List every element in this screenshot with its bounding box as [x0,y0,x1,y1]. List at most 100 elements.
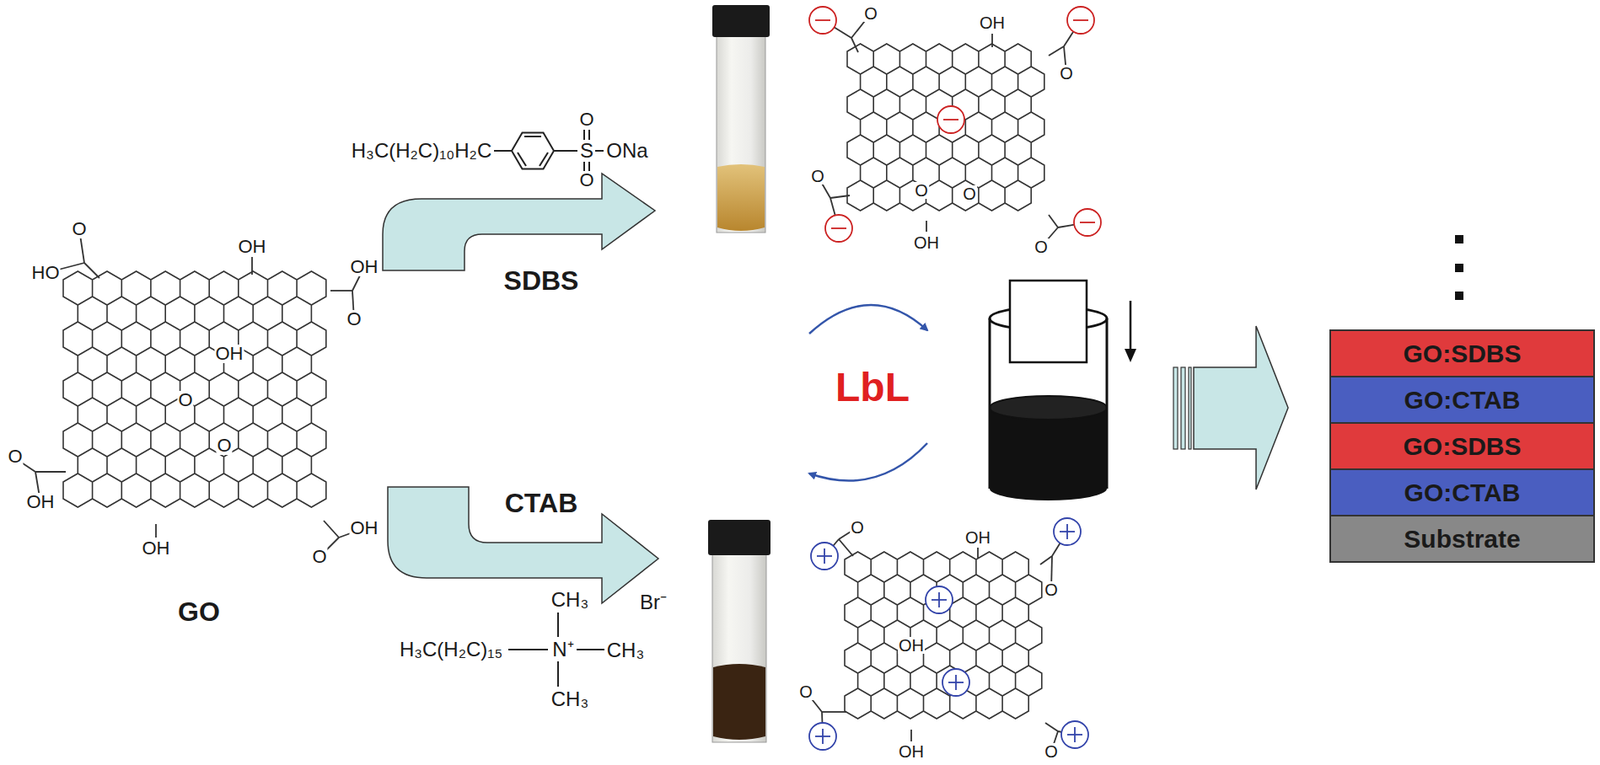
continuation-dot [1455,263,1464,273]
atom-label: O [177,391,194,410]
atom-label: OH [897,637,925,655]
atom-label: O [913,182,929,199]
dip-arrow [1129,300,1133,353]
atom-label: OH [237,237,268,257]
layer-band: GO:SDBS [1329,422,1595,471]
bond-line [323,520,339,538]
layer-band: GO:CTAB [1329,375,1595,425]
graphene-lattice [847,43,1045,211]
bond-line [977,547,979,559]
dip-arrow-head [1124,348,1137,363]
layer-label: Substrate [1403,525,1520,554]
reagent-name: SDBS [503,267,580,295]
positive-charge [942,669,970,697]
positive-charge [809,723,837,751]
charge-sign [1073,727,1076,743]
arrow-bar [1173,367,1178,450]
layer-label: GO:SDBS [1402,432,1521,462]
atom-label: O [961,185,978,203]
atom-label: O [810,167,826,185]
beaker-liquid-surface [989,396,1107,420]
atom-label: S [579,140,595,162]
atom-label: O [345,310,362,329]
positive-charge [810,542,838,570]
layer-label: GO:CTAB [1404,478,1521,508]
layer-band: GO:SDBS [1329,329,1595,378]
bond-line [1045,723,1058,732]
bond-line [821,711,847,714]
arrow-bar [1181,367,1186,450]
charge-sign [815,19,831,22]
layer-label: GO:SDBS [1402,339,1521,369]
negative-charge [825,214,853,242]
atom-label: OH [26,493,56,512]
formula-text: H₃C(H₂C)₁₀H₂C [350,140,493,162]
atom-label: O [1033,238,1049,256]
atom-label: Br⁻ [638,592,668,613]
continuation-dot [1455,235,1464,244]
atom-label: O [215,436,232,456]
atom-label: O [863,5,879,22]
ctab-bonds [508,612,605,688]
layer-label: GO:CTAB [1404,386,1521,415]
beaker-wall [988,318,992,489]
charge-sign [823,548,826,564]
bond-line [991,33,994,48]
atom-label: OH [964,529,992,547]
vial-liquid [713,664,766,741]
atom-label: OH [214,344,245,364]
charge-sign [955,675,957,691]
negative-charge [1073,209,1101,237]
positive-charge [1061,721,1089,749]
vial-glass [716,35,766,233]
reagent-arrow [382,173,656,271]
process-name: LbL [834,367,911,409]
atom-label: OH [912,234,940,252]
graphene-lattice [844,552,1042,720]
atom-label: OH [978,14,1006,32]
positive-charge [1053,518,1081,546]
arrow-bar [1188,367,1192,450]
atom-label: OH [897,743,925,761]
formula-text: H₃C(H₂C)₁₅ [398,639,504,661]
bond-line [1048,214,1058,228]
atom-label: ONa [605,140,649,162]
bond-line [925,220,928,232]
atom-label: O [849,519,865,537]
bond-line [838,539,854,557]
atom-label: O [6,447,23,467]
atom-label: OH [141,539,172,559]
atom-label: CH₃ [550,590,590,611]
bond-line [155,524,157,538]
atom-label: N⁺ [551,639,575,661]
negative-charge [937,106,965,134]
bond-line [1048,46,1064,56]
process-arrow [1193,326,1289,490]
charge-sign [1073,19,1089,22]
vial-liquid [717,164,765,231]
atom-label: HO [31,263,61,283]
charge-sign [1066,524,1069,540]
atom-label: CH₃ [606,640,645,661]
atom-label: O [70,220,87,239]
reagent-name: CTAB [504,489,580,517]
structure-name: GO [177,598,221,626]
vial-cap [708,520,771,556]
atom-label: CH₃ [550,689,590,710]
charge-sign [943,118,959,121]
charge-sign [938,592,940,608]
atom-label: OH [349,257,380,277]
sdbs-bonds [493,129,604,172]
negative-charge [809,6,837,34]
charge-sign [1079,221,1096,224]
reagent-arrow [387,487,659,604]
bond-line [910,730,913,742]
continuation-dot [1455,291,1464,301]
atom-label: O [311,547,328,567]
atom-label: O [798,683,814,701]
bond-line [330,289,353,292]
atom-label: O [578,171,595,190]
atom-label: O [1043,581,1059,599]
charge-sign [821,729,824,745]
negative-charge [1067,6,1095,34]
